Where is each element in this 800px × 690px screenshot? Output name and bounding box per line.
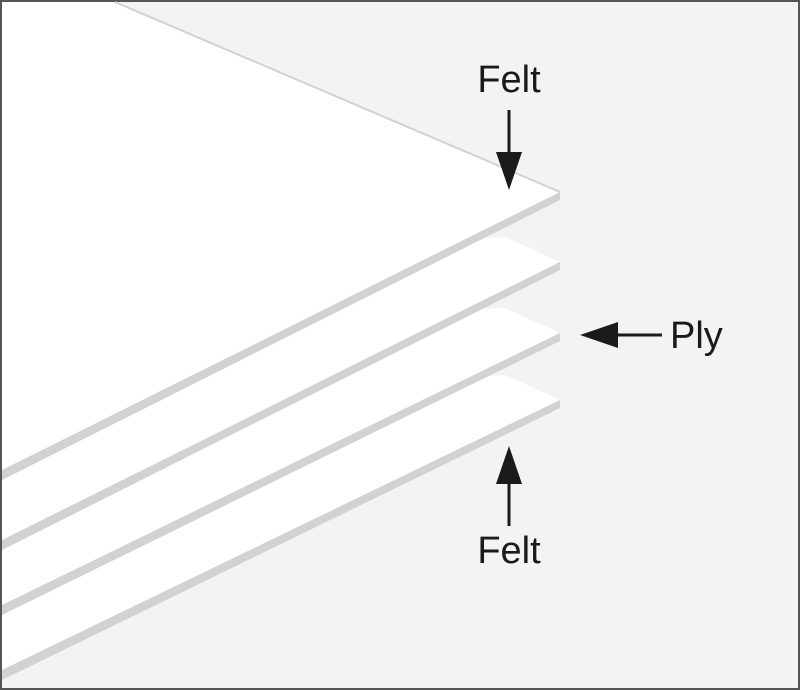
sheet-felt-top-back-edge xyxy=(114,1,561,193)
sheet-felt-top xyxy=(2,1,561,480)
arrow-up-icon xyxy=(496,446,522,526)
sheet-felt-bottom-edge xyxy=(2,400,560,680)
sheet-felt-top-edge xyxy=(2,192,560,480)
sheet-felt-top-face xyxy=(2,2,560,470)
sheet-ply-lower-edge xyxy=(2,333,560,615)
arrow-left-icon xyxy=(580,322,662,348)
label-felt-top: Felt xyxy=(477,59,541,101)
label-felt-bottom: Felt xyxy=(477,530,541,572)
label-ply: Ply xyxy=(670,315,723,357)
sheet-ply-upper-edge xyxy=(2,262,560,550)
arrow-down-icon xyxy=(496,110,522,190)
